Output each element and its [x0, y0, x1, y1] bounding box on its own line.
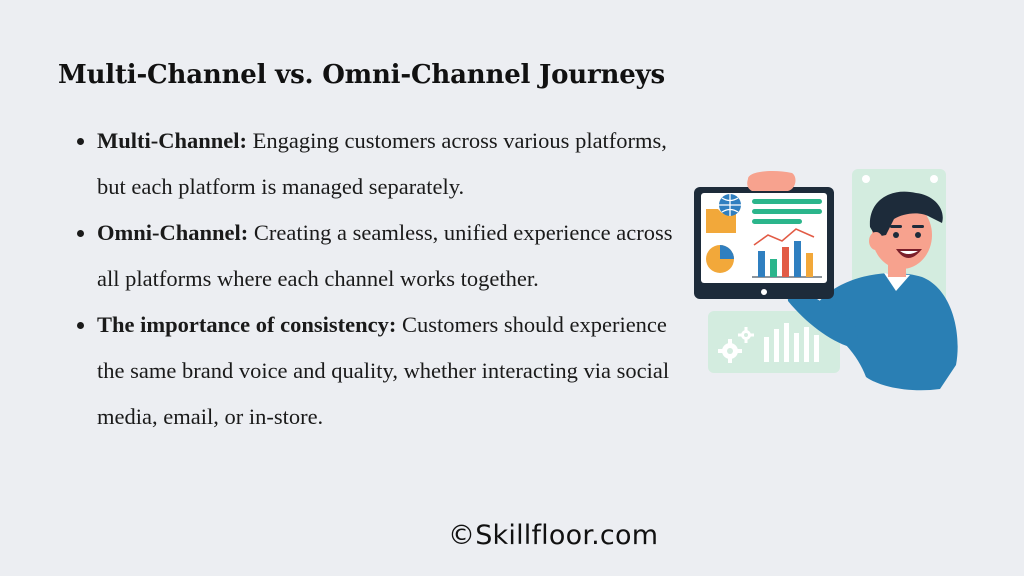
- bullet-text: Customers should experience the same bra…: [97, 312, 670, 429]
- slide-title: Multi-Channel vs. Omni-Channel Journeys: [58, 60, 665, 90]
- bullet-term: The importance of consistency:: [97, 312, 397, 337]
- bullet-list: Multi-Channel: Engaging customers across…: [75, 118, 675, 440]
- hand-upper: [747, 171, 796, 191]
- hair: [869, 191, 943, 237]
- presenter-illustration: [694, 169, 958, 391]
- footer-copyright: ©Skillfloor.com: [448, 520, 659, 551]
- shirt: [810, 273, 958, 391]
- bullet-dot: [77, 138, 84, 145]
- bullet-item-multi-channel: Multi-Channel: Engaging customers across…: [75, 118, 675, 210]
- bullet-text: Engaging customers across various platfo…: [97, 128, 667, 199]
- bullet-text: Creating a seamless, unified experience …: [97, 220, 673, 291]
- bullet-term: Multi-Channel:: [97, 128, 248, 153]
- bullet-item-consistency: The importance of consistency: Customers…: [75, 302, 675, 440]
- bullet-item-omni-channel: Omni-Channel: Creating a seamless, unifi…: [75, 210, 675, 302]
- bullet-term: Omni-Channel:: [97, 220, 249, 245]
- bullet-dot: [77, 230, 84, 237]
- bar-chart-icon: [764, 323, 819, 362]
- bullet-dot: [77, 322, 84, 329]
